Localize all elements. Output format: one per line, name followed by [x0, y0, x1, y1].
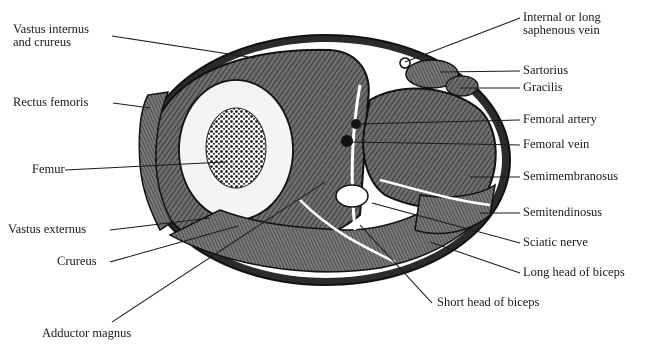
- femur-marrow: [206, 108, 266, 188]
- femoral-vein-vessel: [341, 135, 353, 147]
- label-saphenous-vein-line2: saphenous vein: [523, 24, 601, 37]
- sciatic-nerve-shape: [336, 185, 368, 207]
- label-femur: Femur: [32, 163, 65, 176]
- label-femoral-artery: Femoral artery: [523, 113, 597, 126]
- gracilis-region: [446, 76, 478, 96]
- label-saphenous-vein: Internal or long saphenous vein: [523, 11, 601, 37]
- label-rectus-femoris: Rectus femoris: [13, 96, 88, 109]
- label-vastus-externus: Vastus externus: [8, 223, 86, 236]
- label-gracilis: Gracilis: [523, 81, 563, 94]
- label-adductor-magnus: Adductor magnus: [42, 327, 131, 340]
- label-crureus: Crureus: [57, 255, 97, 268]
- semimembranosus-region: [363, 89, 495, 209]
- label-femoral-vein: Femoral vein: [523, 138, 589, 151]
- label-sartorius: Sartorius: [523, 64, 568, 77]
- label-vastus-internus: Vastus internus and crureus: [13, 23, 89, 49]
- label-semitendinosus: Semitendinosus: [523, 206, 602, 219]
- label-long-head-biceps: Long head of biceps: [523, 266, 625, 279]
- label-short-head-biceps: Short head of biceps: [437, 296, 539, 309]
- label-semimembranosus: Semimembranosus: [523, 170, 618, 183]
- label-sciatic-nerve: Sciatic nerve: [523, 236, 588, 249]
- label-vastus-internus-line2: and crureus: [13, 36, 89, 49]
- saphenous-vein-vessel: [400, 58, 410, 68]
